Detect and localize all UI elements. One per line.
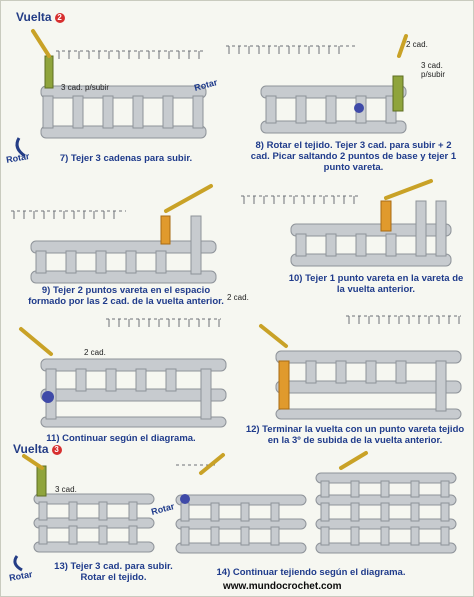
section-title: Vuelta <box>13 442 49 456</box>
label-2-cad: 2 cad. <box>227 293 249 302</box>
diagram-step-7 <box>15 29 207 158</box>
caption-step-7: 7) Tejer 3 cadenas para subir. <box>59 153 193 164</box>
caption-step-12: 12) Terminar la vuelta con un punto vare… <box>245 424 465 446</box>
label-rotar: Rotar <box>8 569 34 583</box>
diagram-step-12 <box>259 315 462 420</box>
label-2-cad: 2 cad. <box>406 40 428 49</box>
diagram-step-13 <box>13 454 155 572</box>
section-title: Vuelta <box>16 10 52 24</box>
caption-step-11: 11) Continuar según el diagrama. <box>46 433 196 444</box>
label-3-cad-subir: 3 cad. p/subir <box>421 61 446 79</box>
round-number-badge: 3 <box>51 444 62 455</box>
caption-step-13: 13) Tejer 3 cad. para subir. Rotar el te… <box>54 561 173 583</box>
footer-website-url: www.mundocrochet.com <box>223 581 342 592</box>
label-3-cad: 3 cad. <box>55 485 77 494</box>
diagram-step-10 <box>241 179 452 267</box>
diagram-step-14 <box>175 451 457 554</box>
diagram-step-11 <box>19 318 227 428</box>
caption-step-14: 14) Continuar tejiendo según el diagrama… <box>216 567 406 578</box>
label-2-cad: 2 cad. <box>84 348 106 357</box>
caption-step-10: 10) Tejer 1 punto vareta en la vareta de… <box>288 273 464 295</box>
caption-step-9: 9) Tejer 2 puntos vareta en el espacio f… <box>28 285 224 307</box>
round-number-badge: 2 <box>54 12 65 23</box>
diagram-step-8 <box>226 34 408 134</box>
diagram-step-9 <box>11 184 217 284</box>
label-3-cad-subir: 3 cad. p/subir <box>61 83 110 92</box>
caption-step-8: 8) Rotar el tejido. Tejer 3 cad. para su… <box>250 140 457 173</box>
